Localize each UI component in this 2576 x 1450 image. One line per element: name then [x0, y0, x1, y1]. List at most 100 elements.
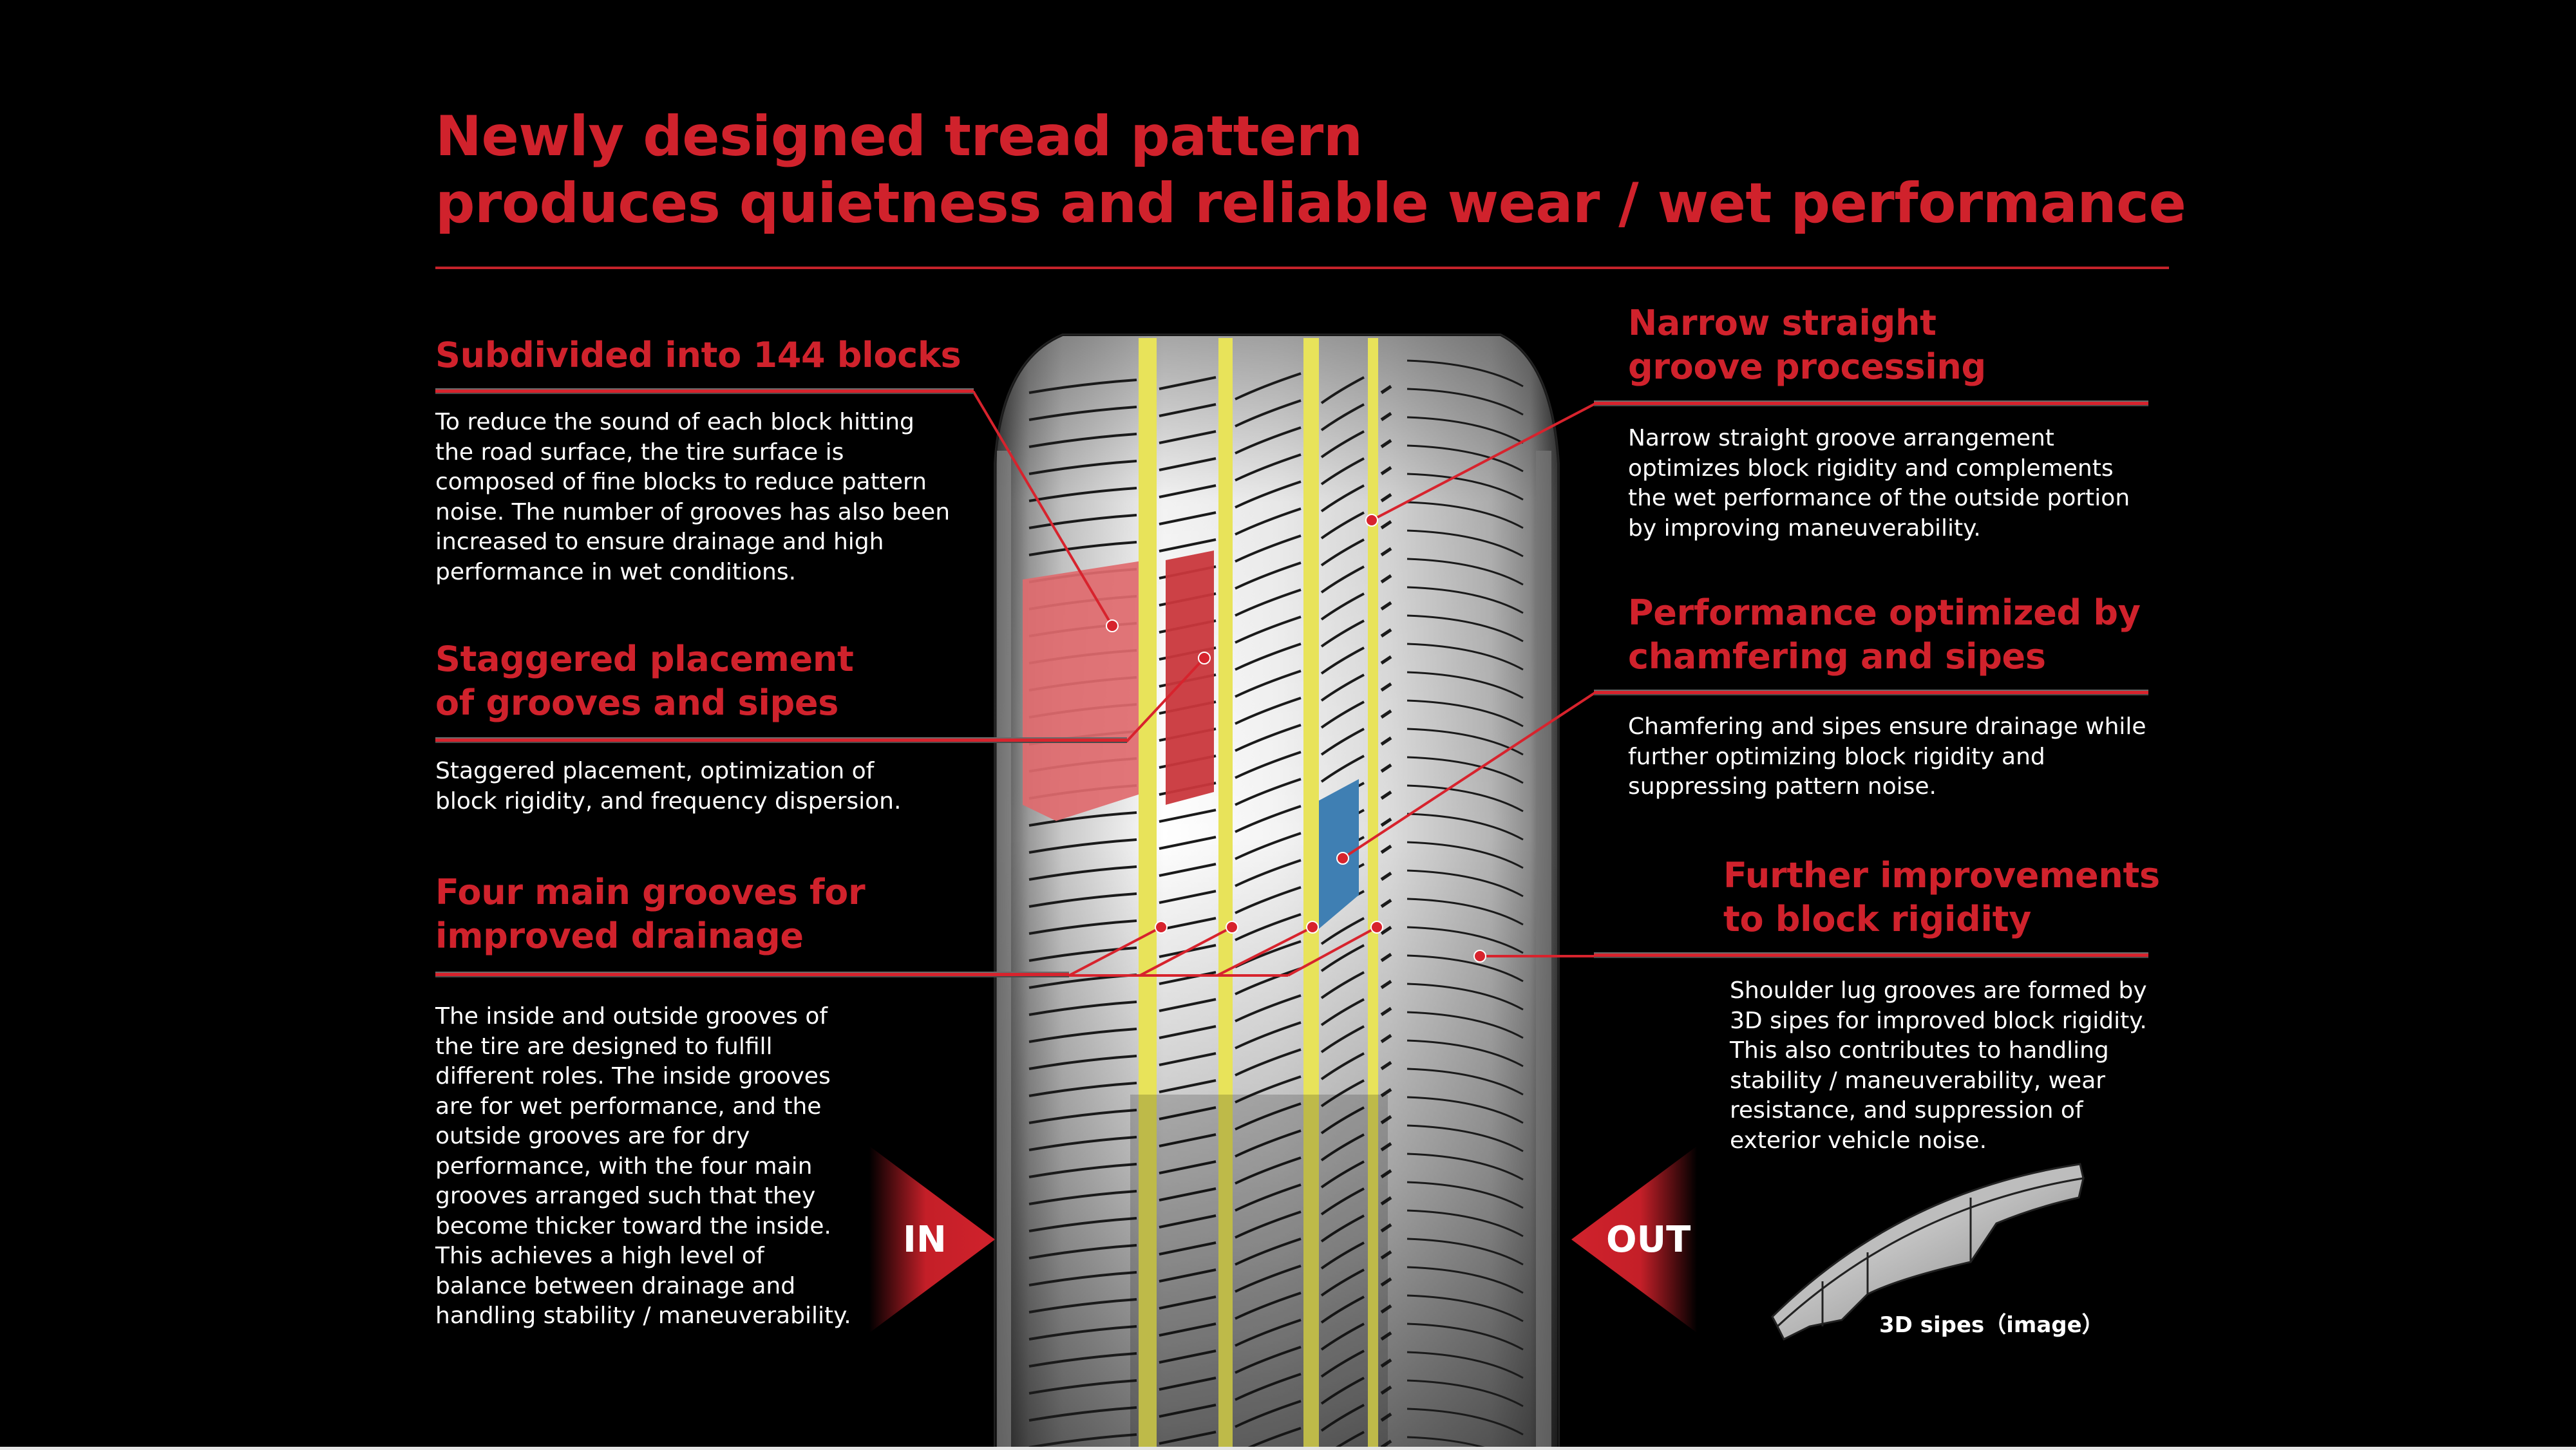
- tread-sipe: [1159, 1377, 1217, 1391]
- tread-sipe: [1235, 832, 1302, 860]
- tread-sipe: [1159, 917, 1217, 931]
- tread-sipe: [1320, 457, 1365, 485]
- tread-sipe: [1320, 1268, 1365, 1297]
- tread-sipe: [1406, 954, 1524, 983]
- in-label: IN: [903, 1219, 947, 1261]
- tread-sipe: [1159, 538, 1217, 552]
- tread-sipe: [1320, 1404, 1365, 1432]
- tread-sipe: [1380, 709, 1392, 719]
- tread-sipe: [1159, 809, 1217, 823]
- tread-sipe: [1320, 971, 1365, 999]
- tread-sipe: [1380, 1115, 1392, 1125]
- tread-sipe: [1380, 493, 1392, 503]
- staggered-highlight-red: [1166, 551, 1214, 805]
- tread-sipe: [1028, 433, 1137, 448]
- tread-sipe: [1235, 1075, 1302, 1104]
- tread-sipe: [1320, 1187, 1365, 1216]
- tread-sipe: [1235, 994, 1302, 1022]
- chamfering-body: Chamfering and sipes ensure drainage whi…: [1628, 713, 2146, 800]
- tread-sipe: [1406, 756, 1524, 784]
- tread-sipe: [1235, 1129, 1302, 1158]
- tread-sipe: [1235, 561, 1302, 590]
- tread-sipe: [1235, 670, 1302, 698]
- tread-sipe: [1406, 1209, 1524, 1238]
- tread-sipe: [1235, 886, 1302, 914]
- tread-sipe: [1406, 1068, 1524, 1096]
- tread-sipe: [1159, 836, 1217, 850]
- tread-sipe: [1320, 1350, 1365, 1378]
- in-arrow: [869, 1146, 995, 1333]
- tread-sipe: [1028, 1433, 1137, 1449]
- tread-sipe: [1380, 979, 1392, 990]
- tread-sipe: [1028, 919, 1137, 935]
- chamfering-heading: Performance optimized by chamfering and …: [1628, 592, 2141, 677]
- tread-sipe: [1406, 1323, 1524, 1351]
- rigidity-body: Shoulder lug grooves are formed by 3D si…: [1730, 977, 2147, 1154]
- tread-sipe: [1320, 701, 1365, 729]
- tread-sipe: [1320, 728, 1365, 756]
- tread-sipe: [1028, 514, 1137, 529]
- tread-sipe: [1235, 1265, 1302, 1293]
- tread-sipe: [1380, 1223, 1392, 1233]
- tread-sipe: [1028, 1001, 1137, 1016]
- narrow-groove-heading: Narrow straight groove processing: [1628, 303, 1986, 387]
- tread-sipe: [1406, 926, 1524, 954]
- tread-sipe: [1028, 838, 1137, 854]
- tread-sipe: [1235, 778, 1302, 806]
- tread-sipe: [1380, 925, 1392, 936]
- tread-sipe: [1028, 1298, 1137, 1313]
- tread-sipe: [1028, 946, 1137, 962]
- tread-sipe: [1028, 1190, 1137, 1205]
- tread-sipe: [1380, 1033, 1392, 1044]
- tread-sipe: [1235, 1292, 1302, 1320]
- tread-sipe: [1380, 817, 1392, 827]
- tread-sipe: [1159, 1160, 1217, 1174]
- tread-sipe: [1320, 998, 1365, 1026]
- tread-sipe: [1380, 438, 1392, 449]
- tread-sipe: [1380, 655, 1392, 665]
- tread-sipe: [1406, 1124, 1524, 1153]
- tread-sipe: [1235, 967, 1302, 995]
- tread-sipe: [1380, 871, 1392, 881]
- tread-sipe: [1406, 643, 1524, 671]
- tread-sipe: [1320, 511, 1365, 540]
- tread-sipe: [1380, 1385, 1392, 1395]
- tread-sipe: [1235, 697, 1302, 725]
- staggered-heading: Staggered placement of grooves and sipes: [435, 639, 854, 723]
- tread-sipe: [1406, 614, 1524, 643]
- four-grooves-body: The inside and outside grooves of the ti…: [435, 1003, 851, 1329]
- tread-sipe: [1320, 1052, 1365, 1080]
- tread-sipe: [1380, 1142, 1392, 1152]
- tread-sipe: [1028, 892, 1137, 908]
- tread-sipe: [1380, 790, 1392, 800]
- tread-sipe: [1406, 1379, 1524, 1408]
- tread-sipe: [1406, 558, 1524, 586]
- tread-sipe: [1028, 487, 1137, 502]
- tread-sipe: [1380, 520, 1392, 530]
- blocks-divider: [435, 388, 974, 394]
- tread-sipe: [1406, 1039, 1524, 1068]
- tread-sipe: [1028, 1082, 1137, 1097]
- groove-1: [1139, 338, 1157, 1450]
- tread-sipe: [1320, 430, 1365, 458]
- four-grooves-heading: Four main grooves for improved drainage: [435, 872, 866, 956]
- tread-sipe: [1159, 511, 1217, 525]
- tread-sipe: [1235, 426, 1302, 455]
- tread-sipe: [1320, 917, 1365, 945]
- tread-sipe: [1406, 1294, 1524, 1323]
- tread-sipe: [1028, 1163, 1137, 1178]
- tread-sipe: [1235, 859, 1302, 887]
- leader-dots: [1106, 514, 1486, 963]
- tread-sipe: [1406, 1096, 1524, 1124]
- main-grooves: [1130, 338, 1388, 1450]
- tread-sipe: [1380, 682, 1392, 692]
- tread-sipe: [1406, 359, 1524, 388]
- tread-sipe: [1159, 1187, 1217, 1201]
- tread-sipe: [1028, 460, 1137, 475]
- tread-sipe: [1406, 813, 1524, 841]
- tread-sipe: [1235, 643, 1302, 671]
- title-line-2: produces quietness and reliable wear / w…: [435, 171, 2186, 236]
- tread-sipe: [1235, 1021, 1302, 1050]
- tread-sipe: [1380, 574, 1392, 584]
- tread-sipe: [1380, 1358, 1392, 1368]
